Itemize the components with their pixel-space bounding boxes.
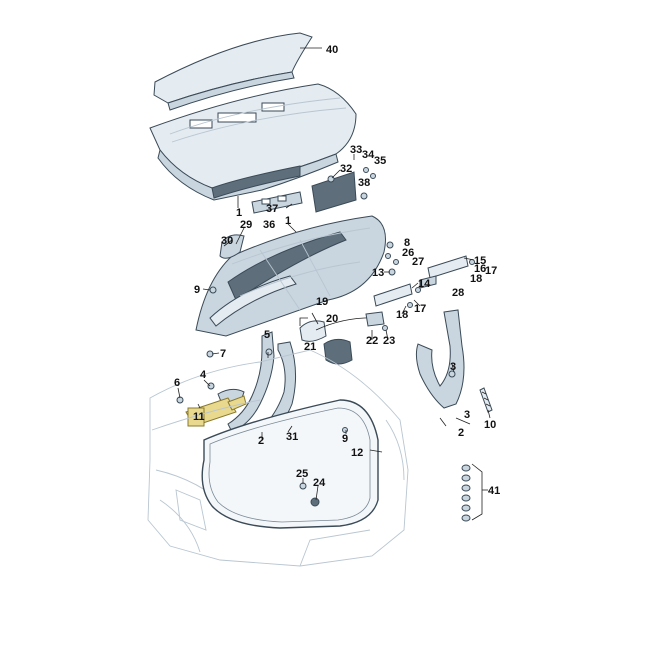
callout-10: 10 <box>484 419 496 431</box>
callout-29: 29 <box>240 219 252 231</box>
callout-27: 27 <box>412 256 424 268</box>
callout-35: 35 <box>374 155 386 167</box>
lock-assembly <box>299 311 388 365</box>
license-plate-parts <box>251 167 376 214</box>
callout-28: 28 <box>452 287 464 299</box>
callout-23: 23 <box>383 335 395 347</box>
callout-11: 11 <box>193 411 205 423</box>
callout-9-lower: 9 <box>342 433 348 445</box>
right-hinge-and-spring <box>415 309 493 413</box>
callout-41: 41 <box>488 485 500 497</box>
callout-33: 33 <box>350 144 362 156</box>
callout-1-lower: 1 <box>285 215 291 227</box>
boot-lid-inner-frame <box>195 215 386 337</box>
boot-lid-outer-panel <box>149 83 357 201</box>
callout-9-upper: 9 <box>194 284 200 296</box>
callout-13: 13 <box>372 267 384 279</box>
callout-38: 38 <box>358 177 370 189</box>
callout-6: 6 <box>174 377 180 389</box>
clip-set <box>461 464 471 522</box>
callout-18-lower: 18 <box>396 309 408 321</box>
callout-21: 21 <box>304 341 316 353</box>
callout-8: 8 <box>404 237 410 249</box>
callout-17-lower: 17 <box>414 303 426 315</box>
callout-2-left: 2 <box>258 435 264 447</box>
hinges-and-strut <box>176 331 296 433</box>
callout-labels: 40 33 34 35 32 38 1 36 37 29 1 30 8 26 2… <box>174 44 500 497</box>
callout-32: 32 <box>340 163 352 175</box>
callout-15: 15 <box>474 255 486 267</box>
callout-1-upper: 1 <box>236 207 242 219</box>
leader-lines <box>177 47 491 521</box>
rear-window-glass <box>153 32 313 111</box>
callout-17-right: 17 <box>485 265 497 277</box>
callout-26: 26 <box>402 247 414 259</box>
callout-18-right: 18 <box>470 273 482 285</box>
callout-7: 7 <box>220 348 226 360</box>
car-body-ghost <box>147 349 409 567</box>
callout-22: 22 <box>366 335 378 347</box>
callout-3-upper: 3 <box>450 361 456 373</box>
callout-20: 20 <box>326 313 338 325</box>
fastener-parts <box>206 234 475 358</box>
callout-25: 25 <box>296 468 308 480</box>
callout-5: 5 <box>264 329 270 341</box>
callout-31: 31 <box>286 431 298 443</box>
callout-16: 16 <box>474 263 486 275</box>
callout-19: 19 <box>316 296 328 308</box>
callout-34: 34 <box>362 149 375 161</box>
callout-30: 30 <box>221 235 233 247</box>
callout-36: 36 <box>263 219 275 231</box>
callout-4: 4 <box>200 369 207 381</box>
callout-12: 12 <box>351 447 363 459</box>
callout-37: 37 <box>266 203 278 215</box>
callout-14: 14 <box>418 278 431 290</box>
callout-2-right: 2 <box>458 427 464 439</box>
callout-3-lower: 3 <box>464 409 470 421</box>
callout-24: 24 <box>313 477 326 489</box>
callout-40: 40 <box>326 44 338 56</box>
